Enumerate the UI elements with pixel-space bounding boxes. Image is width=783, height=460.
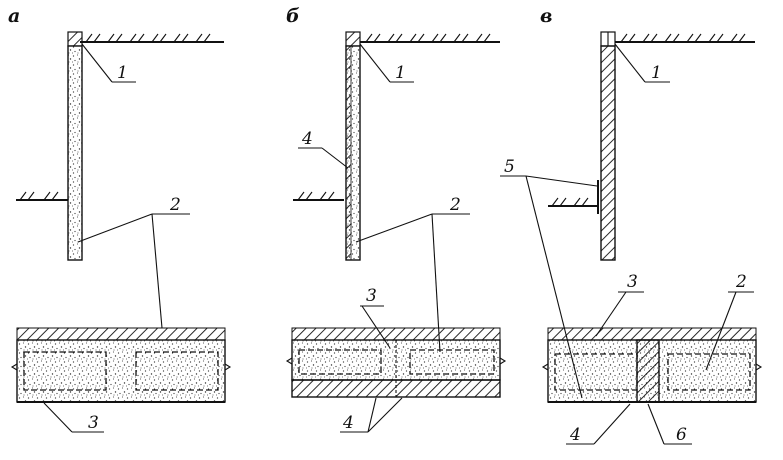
plan-wall-body bbox=[16, 339, 226, 403]
plan-panel-right bbox=[135, 351, 219, 391]
panel-c-letter: в bbox=[540, 5, 552, 27]
callout-a-2: 2 bbox=[169, 195, 181, 215]
callout-b-4-bottom: 4 bbox=[342, 413, 354, 433]
panel-b: б bbox=[285, 5, 507, 433]
break-mark-left bbox=[541, 363, 549, 371]
callout-a-3: 3 bbox=[88, 413, 99, 433]
ground-surface-top bbox=[80, 33, 224, 43]
plan-joint-column bbox=[636, 339, 660, 403]
plan-view-a bbox=[10, 327, 232, 403]
break-mark-right bbox=[755, 363, 763, 371]
callouts-a: 1 2 3 bbox=[43, 43, 190, 433]
callout-c-5: 5 bbox=[504, 157, 515, 177]
plan-view-c bbox=[541, 327, 763, 403]
panel-a: а 1 bbox=[8, 5, 232, 433]
callout-b-1: 1 bbox=[395, 63, 406, 83]
ground-surface-excavation bbox=[16, 191, 68, 201]
plan-panel-right bbox=[667, 353, 751, 391]
callout-c-1: 1 bbox=[651, 63, 662, 83]
callout-c-6: 6 bbox=[676, 425, 687, 445]
break-mark-right bbox=[224, 363, 232, 371]
plan-capping-strip bbox=[291, 327, 501, 341]
plan-panel-left bbox=[298, 349, 382, 375]
diaphragm-wall-section bbox=[67, 45, 83, 261]
callouts-b: 1 4 2 3 4 bbox=[298, 43, 470, 433]
callout-c-3: 3 bbox=[627, 272, 638, 292]
panel-a-letter: а bbox=[8, 5, 20, 27]
callout-c-2: 2 bbox=[735, 272, 747, 292]
facing-layer bbox=[345, 45, 352, 261]
panel-c: в bbox=[500, 5, 763, 445]
callout-c-4: 4 bbox=[569, 425, 581, 445]
capping-beam bbox=[345, 31, 361, 47]
callout-b-4-top: 4 bbox=[301, 129, 313, 149]
capping-beam bbox=[67, 31, 83, 47]
ground-surface-top bbox=[615, 33, 755, 43]
plan-panel-left bbox=[23, 351, 107, 391]
callouts-c: 1 5 3 2 4 6 bbox=[500, 43, 754, 445]
callout-b-3: 3 bbox=[366, 286, 377, 306]
break-mark-right bbox=[499, 357, 507, 365]
sheet-wall-section bbox=[600, 45, 616, 261]
plan-capping-strip bbox=[16, 327, 226, 341]
plan-capping-strip bbox=[547, 327, 757, 341]
ground-surface-excavation bbox=[293, 191, 344, 201]
break-mark-left bbox=[10, 363, 18, 371]
callout-a-1: 1 bbox=[117, 63, 128, 83]
plan-panel-right bbox=[409, 349, 495, 375]
ground-surface-top bbox=[360, 33, 500, 43]
callout-b-2: 2 bbox=[449, 195, 461, 215]
plan-view-b bbox=[285, 327, 507, 398]
panel-b-letter: б bbox=[286, 5, 300, 27]
break-mark-left bbox=[285, 357, 293, 365]
ground-surface-excavation bbox=[548, 197, 598, 207]
